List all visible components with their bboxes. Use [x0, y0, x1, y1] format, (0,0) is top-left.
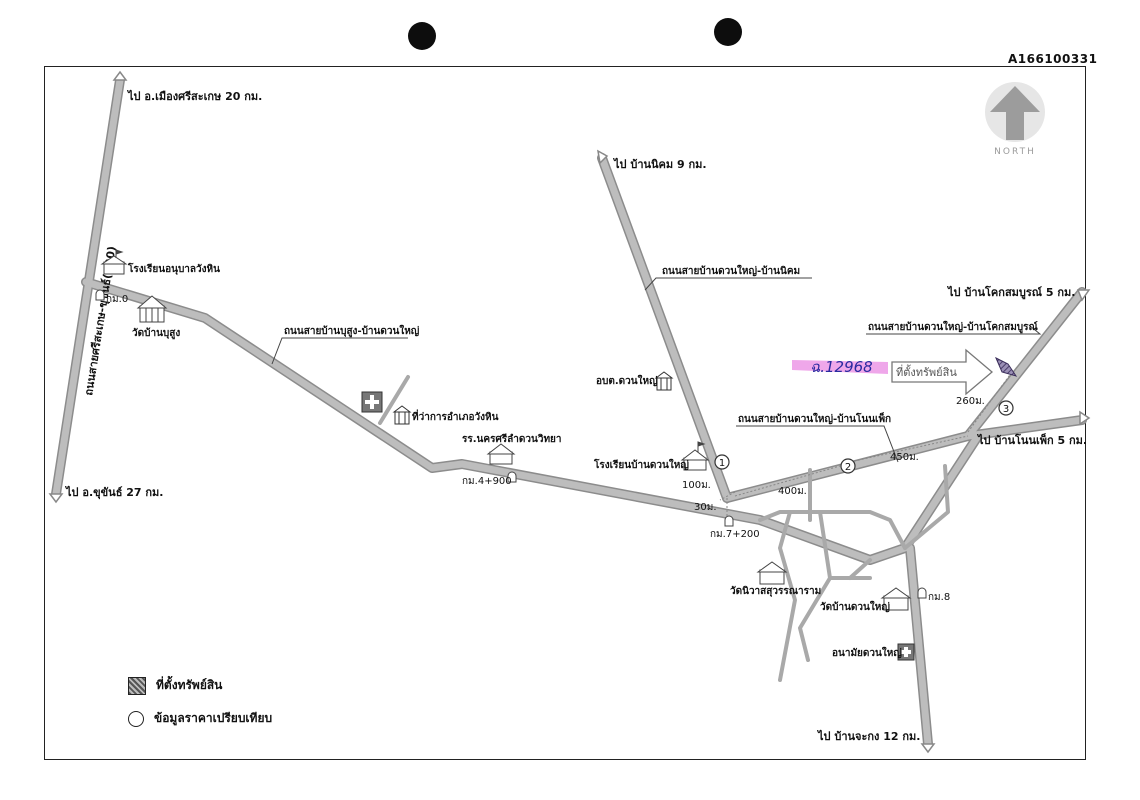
temple-icon [880, 587, 912, 611]
place-health-center: อนามัยดวนใหญ่ [832, 646, 902, 659]
place-school-duan-yai: โรงเรียนบ้านดวนใหญ่ [593, 458, 689, 471]
legend-comparison: ข้อมูลราคาเปรียบเทียบ [128, 709, 272, 728]
legend-comparison-label: ข้อมูลราคาเปรียบเทียบ [154, 711, 273, 725]
property-parcel [995, 356, 1018, 377]
dest-sisaket: ไป อ.เมืองศรีสะเกษ 20 กม. [126, 89, 262, 103]
comparison-point-3: 3 [998, 400, 1014, 416]
legend-property-label: ที่ตั้งทรัพย์สิน [156, 678, 223, 692]
road-label-bun-sung: ถนนสายบ้านบุสูง-บ้านดวนใหญ่ [284, 324, 420, 338]
dest-khok-sombun: ไป บ้านโคกสมบูรณ์ 5 กม. [946, 285, 1075, 300]
place-wat-niwat: วัดนิวาสสุวรรณาราม [730, 585, 821, 597]
property-callout-arrow: ที่ตั้งทรัพย์สิน [891, 348, 994, 396]
distance-guides [719, 371, 1013, 518]
svg-text:2: 2 [845, 462, 851, 473]
comparison-point-1: 1 [714, 454, 730, 470]
north-label: NORTH [994, 147, 1036, 157]
road-label-non-phek: ถนนสายบ้านดวนใหญ่-บ้านโนนเพ็ก [738, 411, 891, 425]
map-frame [44, 66, 1086, 760]
legend-property: ที่ตั้งทรัพย์สิน [128, 676, 222, 695]
km-marker-0: กม.0 [106, 294, 128, 305]
distance-100m: 100ม. [682, 480, 711, 491]
place-obt: อบต.ดวนใหญ่ [596, 374, 658, 387]
school-icon [486, 443, 516, 465]
road-label-khok-sombun: ถนนสายบ้านดวนใหญ่-บ้านโคกสมบูรณ์ [868, 320, 1039, 334]
dest-non-phek: ไป บ้านโนนเพ็ก 5 กม. [976, 433, 1087, 447]
road-label-nikhom: ถนนสายบ้านดวนใหญ่-บ้านนิคม [662, 264, 800, 277]
place-school-anuban: โรงเรียนอนุบาลวังหิน [127, 262, 220, 275]
distance-450m: 450ม. [890, 452, 919, 463]
north-arrow-icon: NORTH [985, 82, 1045, 157]
school-icon [100, 249, 128, 275]
place-wat-bun-sung: วัดบ้านบุสูง [132, 327, 180, 340]
government-building-icon [392, 405, 412, 425]
km-marker-icon [95, 289, 927, 599]
place-wat-duan-yai: วัดบ้านดวนใหญ่ [820, 600, 890, 613]
km-marker-4-900: กม.4+900 [462, 476, 512, 487]
document-id: A166100331 [1008, 52, 1098, 66]
place-school-nakhon: รร.นครศรีลำดวนวิทยา [462, 433, 562, 445]
km-marker-8: กม.8 [928, 592, 950, 603]
government-building-icon [654, 371, 674, 391]
handwritten-note: ฉ.12968 [810, 358, 873, 376]
temple-icon [756, 561, 788, 585]
km-marker-7-200: กม.7+200 [710, 529, 760, 540]
dest-ban-nikhom: ไป บ้านนิคม 9 กม. [612, 157, 707, 171]
dest-ban-chakong: ไป บ้านจะกง 12 กม. [816, 729, 920, 743]
punch-hole-left [408, 22, 436, 50]
property-callout-label: ที่ตั้งทรัพย์สิน [896, 364, 957, 379]
place-district-office: ที่ว่าการอำเภอวังหิน [412, 409, 499, 423]
health-center-icon [897, 643, 915, 661]
hospital-icon [361, 391, 383, 413]
school-icon [680, 441, 710, 471]
comparison-circle-swatch [128, 710, 144, 727]
distance-30m: 30ม. [694, 502, 717, 513]
highlighter-mark [792, 360, 888, 374]
temple-icon [136, 295, 168, 323]
distance-260m: 260ม. [956, 396, 985, 407]
road-network [51, 75, 1087, 749]
punch-hole-right [714, 18, 742, 46]
svg-text:3: 3 [1003, 404, 1009, 415]
distance-400m: 400ม. [778, 486, 807, 497]
dest-khukhan: ไป อ.ขุขันธ์ 27 กม. [64, 485, 163, 500]
road-end-markers [48, 70, 1091, 754]
comparison-point-2: 2 [840, 458, 856, 474]
property-hatch-swatch [128, 676, 146, 695]
svg-text:1: 1 [719, 458, 725, 469]
road-label-leaders [271, 277, 1042, 463]
